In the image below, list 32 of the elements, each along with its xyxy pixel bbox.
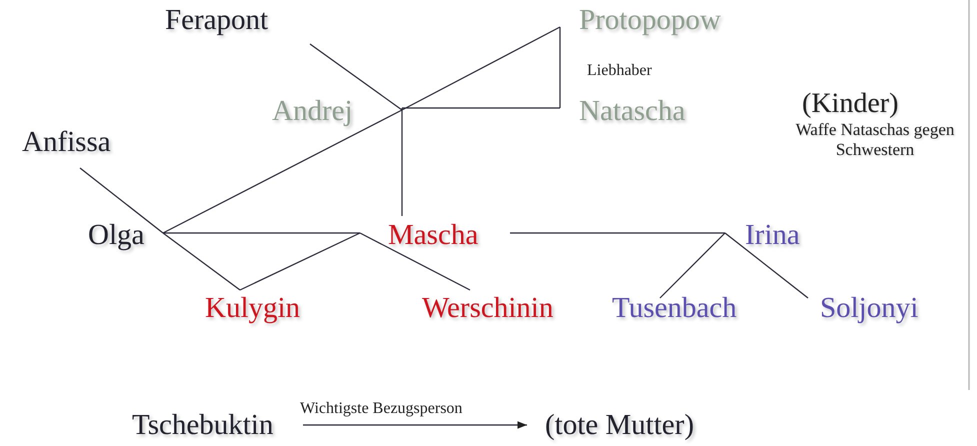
arrow [303, 421, 527, 429]
relation-line [162, 109, 402, 234]
relation-line [80, 168, 164, 234]
character-name: Andrej [272, 97, 353, 126]
edge-label: Wichtigste Bezugsperson [298, 400, 464, 418]
relation-line [360, 232, 470, 291]
relation-line [510, 232, 725, 234]
character-name: Olga [88, 221, 144, 250]
character-name: Tusenbach [612, 294, 737, 323]
character-name: (tote Mutter) [545, 411, 694, 440]
character-name: Soljonyi [820, 294, 918, 323]
relation-line [724, 232, 808, 298]
character-name: Tschebuktin [132, 411, 274, 440]
character-name: Ferapont [165, 6, 268, 35]
character-name: Protopopow [579, 6, 721, 35]
note-text: Waffe Nataschas gegen Schwestern [794, 120, 956, 160]
character-name: Werschinin [422, 294, 554, 323]
character-name: Natascha [579, 97, 686, 126]
note-heading: (Kinder) [802, 88, 898, 120]
character-name: Mascha [388, 221, 478, 250]
relation-line [162, 232, 240, 290]
relation-line [310, 44, 402, 110]
relation-line [402, 26, 560, 111]
relation-line [402, 107, 560, 109]
relation-line [163, 232, 360, 234]
relation-line [401, 108, 403, 216]
character-name: Irina [745, 221, 800, 250]
character-name: Kulygin [205, 294, 300, 323]
relation-line [559, 27, 561, 108]
relation-line [660, 232, 726, 298]
character-name: Anfissa [22, 128, 111, 157]
relation-line [240, 232, 360, 291]
